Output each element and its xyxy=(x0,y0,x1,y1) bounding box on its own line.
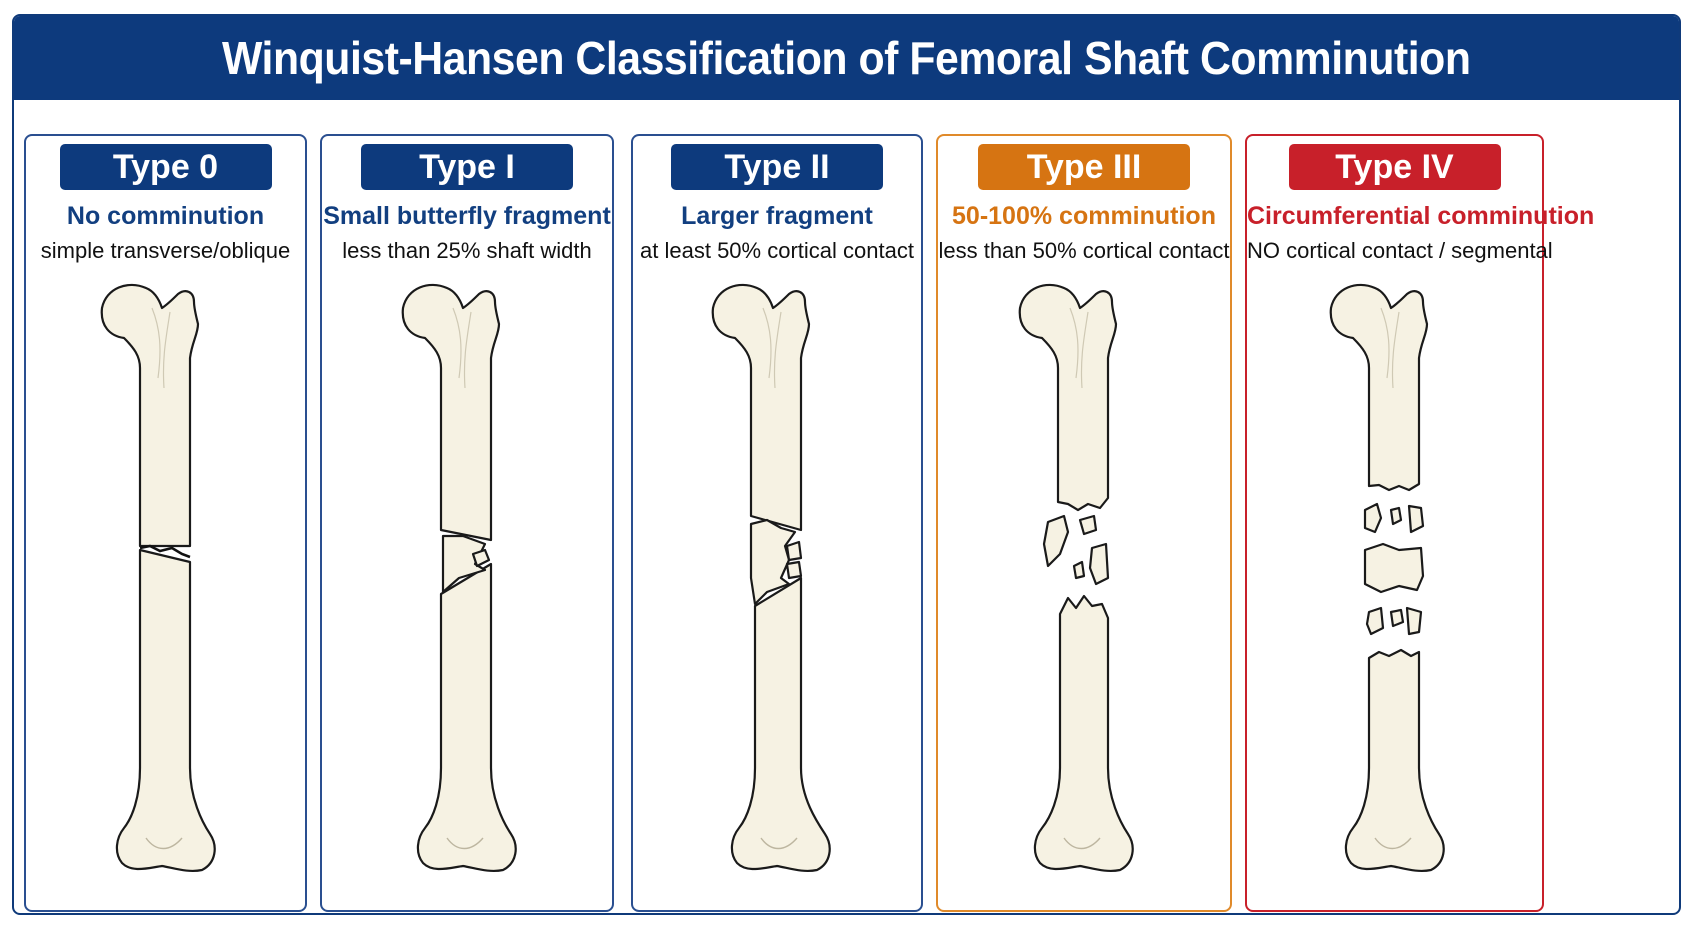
bone-shading xyxy=(1379,307,1400,389)
type-badge: Type 0 xyxy=(59,144,272,190)
classification-description: less than 50% cortical contact xyxy=(938,238,1230,263)
femur-lower xyxy=(416,562,517,873)
femur-illustration-type-iii xyxy=(1018,283,1134,873)
type-badge: Type IV xyxy=(1288,144,1501,190)
large-fragment xyxy=(749,518,797,606)
classification-name: Small butterfly fragment xyxy=(323,202,611,230)
small-fragment xyxy=(471,548,491,568)
classification-description: NO cortical contact / segmental xyxy=(1247,238,1553,263)
classification-description: at least 50% cortical contact xyxy=(640,238,914,263)
classification-name: No comminution xyxy=(66,202,265,230)
diagram-frame: Winquist-Hansen Classification of Femora… xyxy=(12,14,1681,915)
title-banner: Winquist-Hansen Classification of Femora… xyxy=(14,16,1679,100)
condyle-line xyxy=(1063,837,1101,850)
classification-name: Larger fragment xyxy=(681,202,873,230)
femur-illustration-type-ii xyxy=(711,283,831,873)
condyle-line xyxy=(760,837,798,850)
type-badge: Type I xyxy=(361,144,573,190)
segment-top-mid xyxy=(1389,506,1402,526)
condyle-line xyxy=(446,837,484,850)
fragment-2 xyxy=(1078,514,1098,536)
type-badge: Type II xyxy=(671,144,883,190)
femur-lower xyxy=(115,548,216,873)
segment-top-right xyxy=(1407,504,1424,534)
bone-shading xyxy=(762,307,782,389)
segment-low-left xyxy=(1365,606,1384,636)
femur-lower xyxy=(730,576,831,873)
femur-upper xyxy=(401,283,501,542)
fracture-line xyxy=(139,544,190,559)
panel-type-iii: Type III 50-100% comminution less than 5… xyxy=(936,134,1232,912)
femur-upper xyxy=(711,283,811,532)
type-badge: Type III xyxy=(978,144,1190,190)
femur-upper xyxy=(100,283,199,548)
femur-illustration-type-iv xyxy=(1329,283,1445,873)
butterfly-fragment xyxy=(441,534,487,594)
classification-description: less than 25% shaft width xyxy=(342,238,592,263)
femur-illustration-type-0 xyxy=(100,283,216,873)
side-fragment-2 xyxy=(785,560,803,580)
femur-illustration-type-i xyxy=(401,283,517,873)
bone-shading xyxy=(150,307,171,389)
fragment-4 xyxy=(1072,560,1086,580)
segment-top-left xyxy=(1363,502,1382,534)
panel-type-iv: Type IV Circumferential comminution NO c… xyxy=(1245,134,1595,912)
classification-name: 50-100% comminution xyxy=(952,202,1216,230)
femur-upper xyxy=(1018,283,1118,512)
femur-upper xyxy=(1329,283,1428,492)
classification-description: simple transverse/oblique xyxy=(40,238,291,263)
condyle-line xyxy=(1373,837,1412,850)
segment-low-right xyxy=(1405,606,1422,636)
classification-name: Circumferential comminution xyxy=(1247,202,1595,230)
femur-lower xyxy=(1344,648,1445,873)
bone-shading xyxy=(1069,307,1089,389)
panel-type-i: Type I Small butterfly fragment less tha… xyxy=(320,134,614,912)
page-title: Winquist-Hansen Classification of Femora… xyxy=(222,32,1471,84)
fragment-3 xyxy=(1088,542,1110,586)
panel-type-0: Type 0 No comminution simple transverse/… xyxy=(24,134,307,912)
segment-middle xyxy=(1363,542,1424,594)
panel-type-ii: Type II Larger fragment at least 50% cor… xyxy=(631,134,923,912)
condyle-line xyxy=(144,837,183,850)
fragment-1 xyxy=(1042,514,1070,568)
side-fragment-1 xyxy=(785,540,803,562)
femur-lower xyxy=(1033,594,1134,873)
segment-low-mid xyxy=(1389,608,1404,628)
bone-shading xyxy=(452,307,472,389)
